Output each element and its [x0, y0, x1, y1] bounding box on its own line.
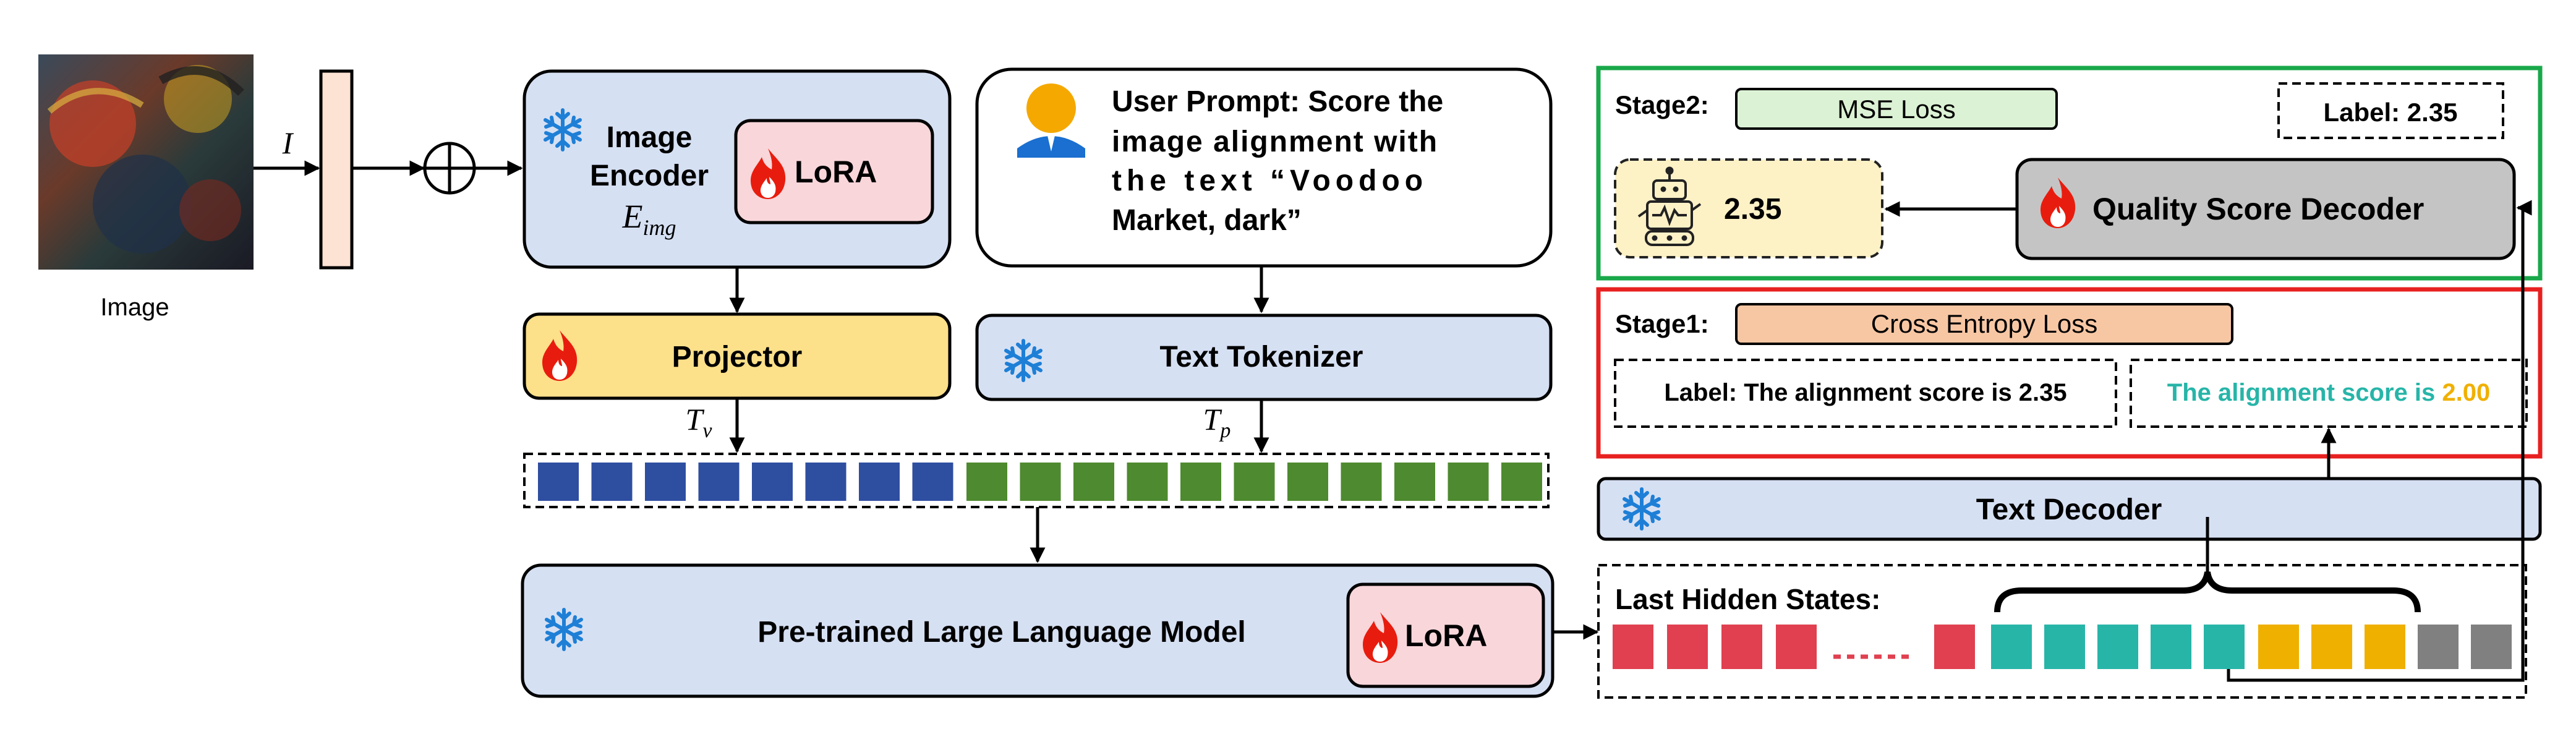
- encoder-lora-box: [734, 119, 934, 224]
- image-encoder-symbol: Eimg: [622, 198, 676, 240]
- mse-loss-box: [1735, 88, 2058, 130]
- visual-token: [859, 463, 900, 501]
- user-prompt-line3: the text “Voodoo: [1112, 164, 1428, 197]
- prompt-token: [1287, 463, 1328, 501]
- image-encoder-line1: Image: [607, 121, 693, 154]
- prompt-token: [1127, 463, 1168, 501]
- hidden-state-token: [2204, 625, 2245, 669]
- text-decoder-label: Text Decoder: [1976, 493, 2162, 526]
- hidden-state-token: [1776, 625, 1817, 669]
- stage1-title: Stage1:: [1615, 309, 1709, 338]
- stage2-label-box: [2277, 82, 2504, 139]
- mse-loss-label: MSE Loss: [1837, 95, 1955, 124]
- quality-score-decoder-label: Quality Score Decoder: [2092, 192, 2424, 226]
- stage1-label-text: Label: The alignment score is 2.35: [1664, 379, 2066, 406]
- hidden-token-group: [1613, 625, 2512, 669]
- user-prompt-line1: User Prompt: Score the: [1112, 85, 1443, 118]
- prompt-token: [1020, 463, 1061, 501]
- hidden-states-title: Last Hidden States:: [1615, 583, 1880, 615]
- robot-icon: [1637, 166, 1702, 246]
- visual-token: [591, 463, 633, 501]
- arrow-hidden-to-quality-decoder: [2227, 200, 2532, 682]
- prompt-token: [1180, 463, 1221, 501]
- stage1-output-box: [2130, 359, 2528, 428]
- user-avatar-icon: [1017, 83, 1085, 158]
- user-prompt-box: [975, 67, 1553, 268]
- hidden-state-token: [2097, 625, 2138, 669]
- image-encoder-line2: Encoder: [590, 160, 709, 192]
- prompt-token: [1234, 463, 1275, 501]
- input-image: [38, 54, 254, 270]
- hidden-state-token: [1667, 625, 1708, 669]
- visual-token: [538, 463, 579, 501]
- stage1-label-box: [1614, 359, 2117, 428]
- hidden-state-token: [2365, 625, 2405, 669]
- hidden-state-token: [2471, 625, 2512, 669]
- hidden-states-box: [1597, 564, 2527, 699]
- user-prompt-line2: image alignment with: [1112, 126, 1438, 158]
- prompt-token: [1073, 463, 1114, 501]
- hidden-state-token: [1721, 625, 1762, 669]
- projector-label: Projector: [672, 341, 803, 373]
- prompt-token-symbol: Tp: [1203, 402, 1231, 442]
- hidden-state-token: [2151, 625, 2191, 669]
- llm-label: Pre-trained Large Language Model: [757, 616, 1245, 649]
- hidden-state-token: [2418, 625, 2459, 669]
- hidden-state-token: [2258, 625, 2299, 669]
- prompt-token: [966, 463, 1007, 501]
- stage1-output-text: The alignment score is 2.00: [2167, 379, 2490, 406]
- hidden-state-token: [1934, 625, 1975, 669]
- image-caption: Image: [100, 294, 169, 321]
- stage2-box: [1596, 66, 2543, 281]
- text-decoder-box: [1597, 477, 2542, 541]
- ce-loss-label: Cross Entropy Loss: [1871, 309, 2097, 338]
- stage2-title: Stage2:: [1615, 90, 1709, 119]
- visual-token: [698, 463, 740, 501]
- hidden-state-token: [2311, 625, 2352, 669]
- prompt-token: [1448, 463, 1489, 501]
- text-tokenizer-label: Text Tokenizer: [1160, 341, 1363, 373]
- hidden-state-token: [1613, 625, 1653, 669]
- visual-token-group: [538, 463, 953, 501]
- prompt-token: [1501, 463, 1542, 501]
- stage1-box: [1596, 287, 2543, 459]
- hidden-brace: [1994, 571, 2421, 613]
- token-sequence-box: [523, 453, 1550, 508]
- visual-token: [912, 463, 953, 501]
- predicted-score: 2.35: [1724, 193, 1781, 226]
- encoder-lora-label: LoRA: [795, 155, 877, 189]
- visual-token: [752, 463, 793, 501]
- image-feature-bar: [319, 69, 354, 270]
- prompt-token-group: [966, 463, 1542, 501]
- ce-loss-box: [1735, 303, 2233, 345]
- positional-add-icon: [423, 142, 476, 195]
- prompt-token: [1341, 463, 1382, 501]
- llm-lora-box: [1346, 582, 1545, 688]
- image-symbol: I: [282, 126, 294, 160]
- llm-lora-label: LoRA: [1405, 618, 1487, 653]
- visual-token: [645, 463, 686, 501]
- hidden-state-token: [2044, 625, 2085, 669]
- visual-token-symbol: Tv: [686, 402, 713, 442]
- text-tokenizer-box: [975, 314, 1553, 401]
- visual-token: [805, 463, 847, 501]
- user-prompt-line4: Market, dark”: [1112, 204, 1302, 237]
- hidden-state-token: [1991, 625, 2032, 669]
- prompt-token: [1394, 463, 1435, 501]
- stage2-label-text: Label: 2.35: [2323, 98, 2457, 127]
